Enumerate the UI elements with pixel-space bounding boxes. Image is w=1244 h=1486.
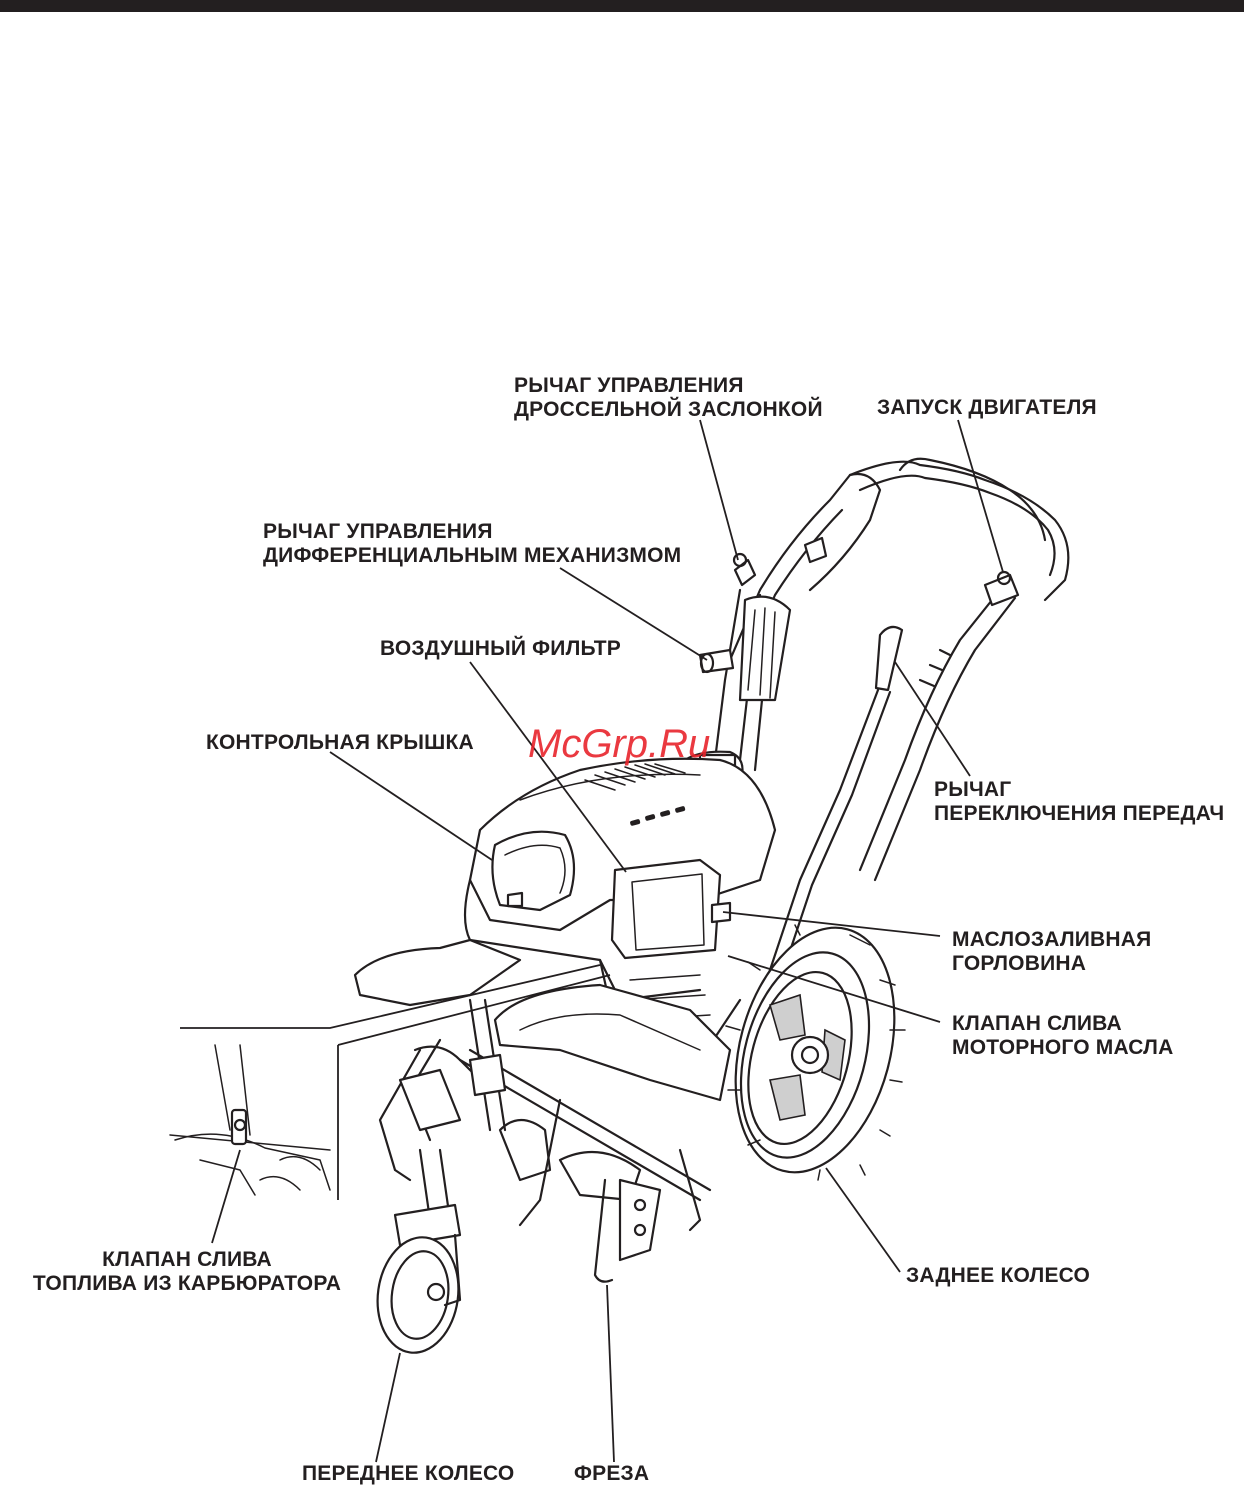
label-oil-drain-line1: КЛАПАН СЛИВА <box>952 1012 1173 1036</box>
label-throttle-lever-line2: ДРОССЕЛЬНОЙ ЗАСЛОНКОЙ <box>514 398 823 422</box>
label-oil-filler: МАСЛОЗАЛИВНАЯ ГОРЛОВИНА <box>952 928 1151 976</box>
label-front-wheel: ПЕРЕДНЕЕ КОЛЕСО <box>302 1462 514 1486</box>
watermark: McGrp.Ru <box>528 722 710 767</box>
rear-wheel <box>710 910 920 1190</box>
label-gear-lever: РЫЧАГ ПЕРЕКЛЮЧЕНИЯ ПЕРЕДАЧ <box>934 778 1224 826</box>
label-engine-start: ЗАПУСК ДВИГАТЕЛЯ <box>877 396 1097 420</box>
label-rear-wheel: ЗАДНЕЕ КОЛЕСО <box>906 1264 1090 1288</box>
label-oil-filler-line1: МАСЛОЗАЛИВНАЯ <box>952 928 1151 952</box>
label-oil-drain-line2: МОТОРНОГО МАСЛА <box>952 1036 1173 1060</box>
label-tiller: ФРЕЗА <box>574 1462 649 1486</box>
label-oil-drain: КЛАПАН СЛИВА МОТОРНОГО МАСЛА <box>952 1012 1173 1060</box>
label-gear-lever-line2: ПЕРЕКЛЮЧЕНИЯ ПЕРЕДАЧ <box>934 802 1224 826</box>
front-wheel <box>370 1150 465 1358</box>
label-differential-lever-line2: ДИФФЕРЕНЦИАЛЬНЫМ МЕХАНИЗМОМ <box>263 544 681 568</box>
label-differential-lever: РЫЧАГ УПРАВЛЕНИЯ ДИФФЕРЕНЦИАЛЬНЫМ МЕХАНИ… <box>263 520 681 568</box>
handle-column <box>700 590 790 770</box>
fenders <box>355 940 730 1100</box>
label-throttle-lever: РЫЧАГ УПРАВЛЕНИЯ ДРОССЕЛЬНОЙ ЗАСЛОНКОЙ <box>514 374 823 422</box>
leader-lines <box>212 420 1003 1462</box>
label-carb-drain: КЛАПАН СЛИВА ТОПЛИВА ИЗ КАРБЮРАТОРА <box>24 1248 350 1296</box>
label-air-filter: ВОЗДУШНЫЙ ФИЛЬТР <box>380 637 621 661</box>
label-gear-lever-line1: РЫЧАГ <box>934 778 1224 802</box>
label-control-cover: КОНТРОЛЬНАЯ КРЫШКА <box>206 731 474 755</box>
label-oil-filler-line2: ГОРЛОВИНА <box>952 952 1151 976</box>
label-throttle-lever-line1: РЫЧАГ УПРАВЛЕНИЯ <box>514 374 823 398</box>
label-differential-lever-line1: РЫЧАГ УПРАВЛЕНИЯ <box>263 520 681 544</box>
label-carb-drain-line1: КЛАПАН СЛИВА <box>24 1248 350 1272</box>
label-carb-drain-line2: ТОПЛИВА ИЗ КАРБЮРАТОРА <box>24 1272 350 1296</box>
